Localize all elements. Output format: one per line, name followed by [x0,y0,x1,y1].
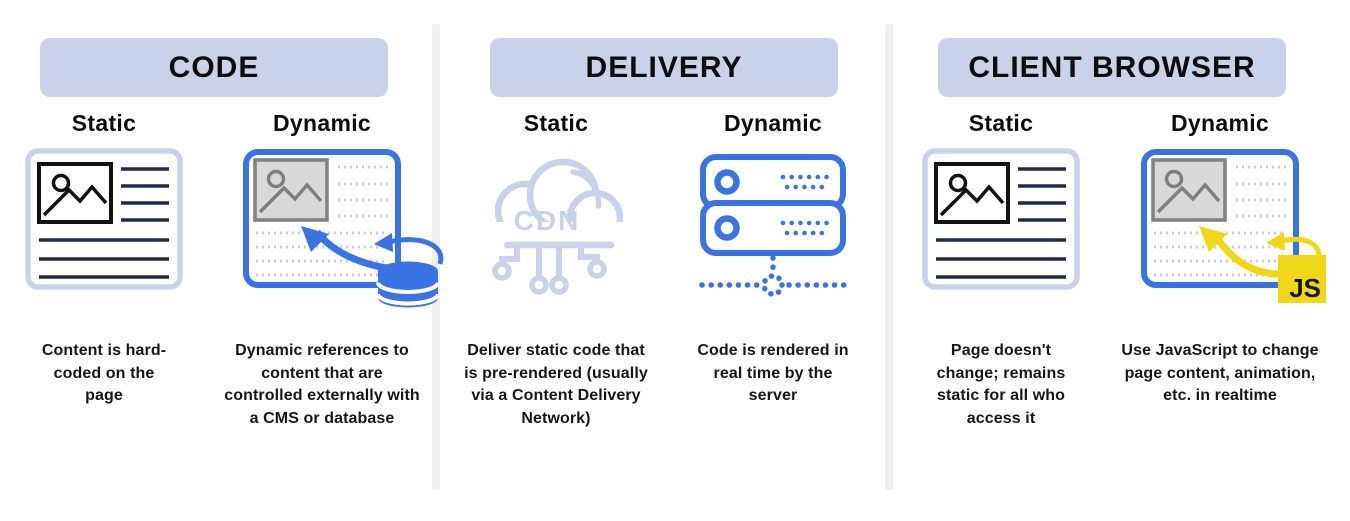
column-label: Dynamic [1171,110,1269,136]
section-header-code: CODE [40,38,388,97]
column-label: Static [523,110,589,136]
caption-delivery-dynamic: Code is rendered in real time by the ser… [697,342,849,405]
section-divider [885,24,893,490]
cdn-cloud-icon: CDN [456,148,656,333]
section-divider [432,24,440,490]
dynamic-page-javascript-icon: JS [1120,148,1326,333]
static-page-icon [4,148,204,333]
column-delivery-dynamic: Dynamic [673,108,873,508]
column-browser-dynamic: Dynamic [1120,108,1326,508]
column-delivery-static: Static CDN [456,108,656,508]
column-code-static: Static [4,108,204,508]
dynamic-page-database-icon [222,148,444,333]
column-label: Dynamic [724,110,822,136]
caption-browser-static: Page doesn't change; remains static for … [936,342,1066,428]
js-label: JS [1289,273,1321,303]
column-browser-static: Static [901,108,1101,508]
section-title: CLIENT BROWSER [968,50,1256,84]
caption-browser-dynamic: Use JavaScript to change page content, a… [1121,342,1319,405]
section-code: CODE Static [0,0,444,521]
caption-code-static: Content is hard-coded on the page [41,342,167,405]
column-label: Static [71,110,137,136]
update-arrows [301,226,444,274]
server-icon [673,148,873,333]
section-title: CODE [168,50,260,84]
section-client-browser: CLIENT BROWSER Static [893,0,1350,521]
column-code-dynamic: Dynamic [222,108,444,508]
section-header-client-browser: CLIENT BROWSER [938,38,1286,97]
section-title: DELIVERY [585,50,743,84]
cdn-label: CDN [514,205,581,236]
javascript-badge: JS [1278,255,1326,303]
section-delivery: DELIVERY Static CDN [441,0,885,521]
column-label: Dynamic [273,110,371,136]
column-label: Static [968,110,1034,136]
static-page-icon [901,148,1101,333]
section-header-delivery: DELIVERY [490,38,838,97]
caption-delivery-static: Deliver static code that is pre-rendered… [464,342,648,428]
caption-code-dynamic: Dynamic references to content that are c… [224,342,420,428]
database-icon [376,261,440,308]
